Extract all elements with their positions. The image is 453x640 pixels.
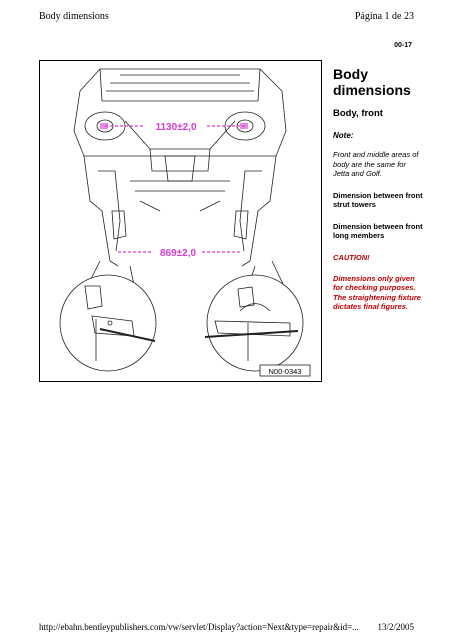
note-label: Note: xyxy=(333,131,354,140)
long-member-item: Dimension between front long members xyxy=(333,221,423,241)
header-title: Body dimensions xyxy=(39,11,109,22)
strut-tower-item: Dimension between front strut towers xyxy=(333,190,423,210)
footer-date: 13/2/2005 xyxy=(377,622,414,632)
section-subtitle: Body, front xyxy=(333,108,383,119)
header-page-number: Página 1 de 23 xyxy=(354,11,414,22)
strut-tower-dimension-line xyxy=(100,123,248,129)
figure-id-label: N00-0343 xyxy=(269,367,302,376)
section-title: Body dimensions xyxy=(333,66,411,98)
caution-text: Dimensions only given for checking purpo… xyxy=(333,273,421,312)
note-text: Front and middle areas of body are the s… xyxy=(333,150,419,178)
long-member-dimension-label: 869±2,0 xyxy=(160,248,197,259)
footer-url-link[interactable]: http://ebahn.bentleypublishers.com/vw/se… xyxy=(39,622,359,632)
strut-tower-dimension-label: 1130±2,0 xyxy=(155,122,197,133)
side-text-column: Body dimensions Body, front Note: Front … xyxy=(333,66,423,312)
body-dimensions-figure: 1130±2,0 869±2,0 N00-0343 xyxy=(39,60,322,382)
page-code: 00-17 xyxy=(394,42,412,49)
caution-label: CAUTION! xyxy=(333,252,370,262)
front-body-drawing: 1130±2,0 869±2,0 N00-0343 xyxy=(59,68,311,377)
